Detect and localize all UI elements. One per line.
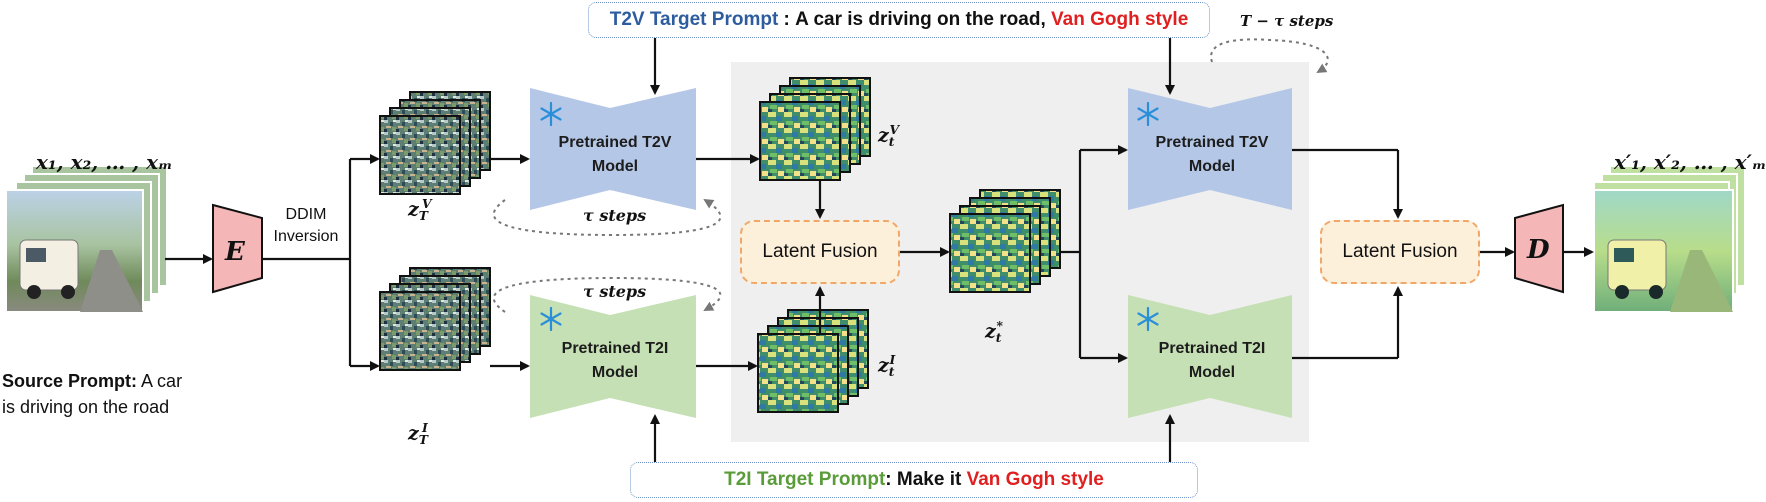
t2i-model-shape-2 [1128, 295, 1292, 418]
latent-fusion-label: Latent Fusion [1342, 241, 1458, 262]
model-word: Model [1188, 364, 1236, 381]
t2v-model-shape-1 [530, 88, 696, 210]
latent-sup: * [996, 318, 1003, 333]
t2i-prompt-label: T2I Target Prompt [724, 469, 886, 490]
latent-stack-zt-star [949, 189, 1061, 293]
encoder-shape [212, 203, 263, 294]
ddim-line1: DDIM [285, 206, 327, 223]
t2v-model-label-2: Pretrained T2V Model [1137, 131, 1287, 179]
tau-steps-bottom-label: τ steps [583, 282, 647, 301]
latent-stack-zT-V [379, 91, 491, 195]
t2i-model-shape-1 [530, 295, 696, 418]
tau-loop-top [492, 198, 722, 237]
t2i-prompt-style: Van Gogh style [966, 469, 1104, 490]
latent-base: z [878, 124, 889, 147]
model-word: Model [1188, 158, 1236, 175]
source-frames-label: x₁, x₂, … , xₘ [36, 150, 173, 174]
model-name: Pretrained T2I [561, 340, 669, 357]
tau-loop-bottom [492, 276, 722, 313]
t2i-target-prompt-box: T2I Target Prompt: Make it Van Gogh styl… [630, 462, 1198, 498]
t-minus-tau-loop [1210, 38, 1329, 74]
output-frames-stack [1593, 165, 1746, 313]
latent-stack-zt-V [759, 77, 871, 181]
latent-sup: I [421, 420, 428, 435]
source-prompt-text-2: is driving on the road [2, 397, 170, 417]
encoder-letter: E [225, 237, 245, 267]
latent-label-zt-V: ztV [878, 122, 899, 149]
t2i-prompt-text: Make it [896, 469, 967, 490]
source-prompt-label: Source Prompt: [2, 371, 138, 391]
latent-label-zT-V: zTV [408, 196, 432, 223]
model-name: Pretrained T2I [1158, 340, 1266, 357]
latent-sub: T [418, 432, 428, 448]
latent-base: z [985, 320, 996, 343]
flow-arrows [165, 37, 1594, 462]
decoder-shape [1514, 203, 1564, 294]
model-name: Pretrained T2V [1155, 134, 1269, 151]
latent-label-zt-I: ztI [878, 352, 895, 379]
model-word: Model [591, 364, 639, 381]
t2v-model-label-1: Pretrained T2V Model [540, 131, 690, 179]
latent-sub: t [888, 364, 895, 380]
ddim-line2: Inversion [273, 228, 339, 245]
output-frames-label: x′₁, x′₂, … , x′ₘ [1614, 150, 1766, 174]
t2v-prompt-text: A car is driving on the road, [795, 9, 1052, 30]
latent-fusion-box-1: Latent Fusion [740, 220, 900, 284]
t2i-model-label-1: Pretrained T2I Model [540, 337, 690, 385]
latent-label-zt-star: zt* [985, 318, 1003, 345]
t2v-prompt-style: Van Gogh style [1051, 9, 1189, 30]
t-minus-tau-steps-label: T − τ steps [1240, 12, 1334, 30]
latent-fusion-box-2: Latent Fusion [1320, 220, 1480, 284]
latent-sup: V [421, 196, 432, 211]
latent-stack-zT-I [379, 267, 491, 371]
model-word: Model [591, 158, 639, 175]
t2v-prompt-sep: : [778, 9, 796, 30]
latent-label-zT-I: zTI [408, 420, 428, 447]
t2v-prompt-label: T2V Target Prompt [609, 9, 779, 30]
snowflake-icon [1137, 306, 1159, 332]
t2i-prompt-sep: : [885, 469, 897, 490]
latent-sub: t [995, 330, 1002, 346]
model-name: Pretrained T2V [558, 134, 672, 151]
latent-base: z [878, 354, 889, 377]
snowflake-icon [540, 101, 562, 127]
latent-fusion-label: Latent Fusion [762, 241, 878, 262]
snowflake-icon [1137, 101, 1159, 127]
t2v-model-shape-2 [1128, 88, 1292, 210]
t2v-target-prompt-box: T2V Target Prompt : A car is driving on … [588, 2, 1210, 38]
snowflake-icon [540, 306, 562, 332]
latent-sup: V [889, 122, 900, 137]
decoder-letter: D [1527, 235, 1550, 265]
source-frames-stack [5, 165, 168, 313]
source-prompt: Source Prompt: A car is driving on the r… [2, 368, 202, 420]
source-prompt-text-1: A car [137, 371, 183, 391]
latent-base: z [408, 422, 419, 445]
latent-sub: t [888, 134, 895, 150]
tau-steps-top-label: τ steps [583, 206, 647, 225]
ddim-inversion-label: DDIM Inversion [262, 204, 350, 248]
latent-base: z [408, 198, 419, 221]
latent-stack-zt-I [757, 309, 869, 413]
latent-sup: I [889, 352, 896, 367]
latent-sub: T [418, 208, 428, 224]
t2i-model-label-2: Pretrained T2I Model [1137, 337, 1287, 385]
